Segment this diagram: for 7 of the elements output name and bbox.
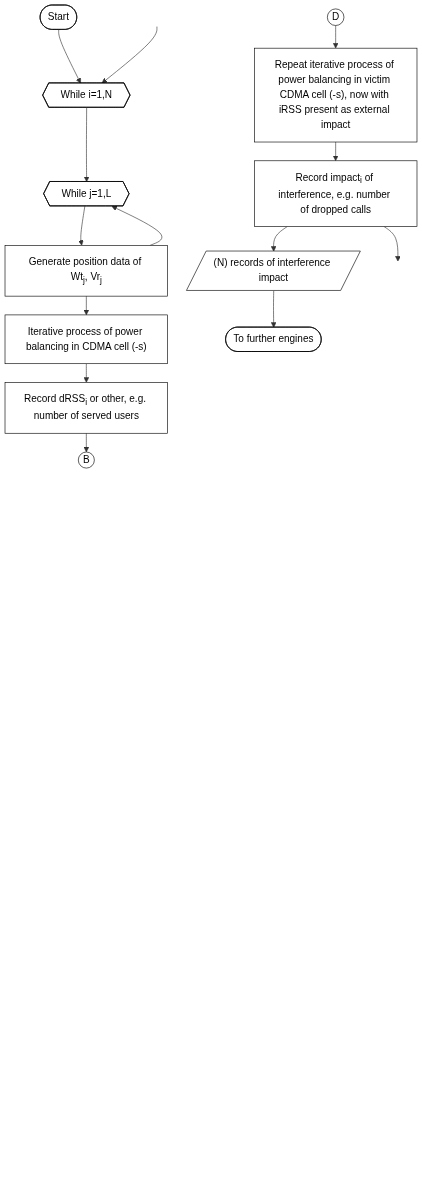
node-box: Record dRSS$_{i}$ or other, e.g. number of served users [4,382,168,434]
node-box: Iterative process of power balancing in CDMA cell (-s) [4,314,168,365]
node-box: Repeat iterative process of power balancing in victim CDMA cell (-s), now with iRSS present as external impact [254,47,418,143]
node-box: Generate position data of Wt$_{j}$, Vr$_{j}$ [4,245,168,297]
node-circle: B [78,451,95,469]
node-box: Record impact$_{i}$ of interference, e.g. number of dropped calls [254,160,418,227]
node-circle: D [327,8,345,26]
